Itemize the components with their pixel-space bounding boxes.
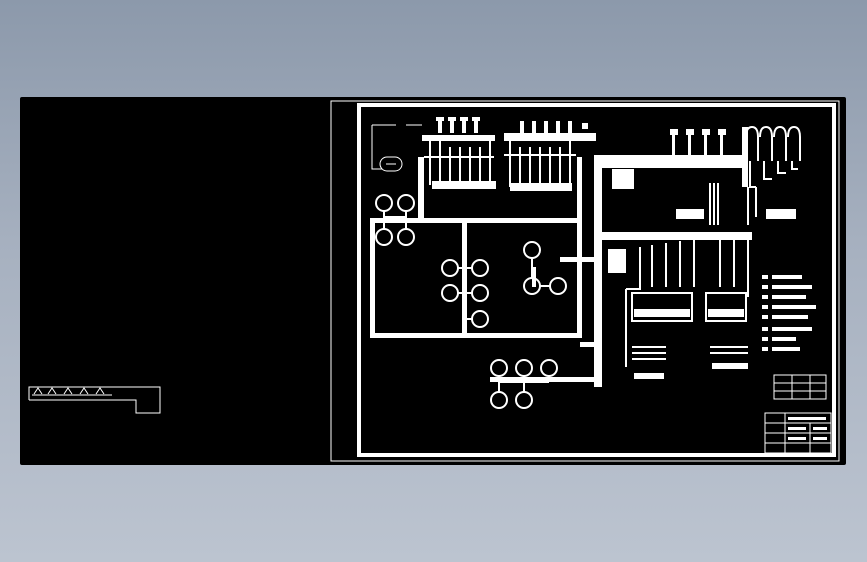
feeder-lines-left (424, 141, 494, 185)
title-block (764, 412, 832, 454)
bulb-group-right (745, 125, 801, 217)
feeder-lines-mid (504, 141, 576, 187)
sheet-inner-border (357, 103, 836, 457)
distribution-labels (634, 309, 748, 379)
feeders-right-box (709, 183, 749, 225)
circle-fixtures (375, 194, 567, 409)
cad-viewport[interactable] (20, 97, 846, 465)
distribution-lines (625, 237, 749, 367)
legend-block (762, 275, 816, 351)
top-fixture-row-left (436, 117, 480, 133)
left-sketch-fixture-row (32, 387, 112, 396)
bottom-labels-feeders (432, 181, 572, 191)
small-fixtures-top-right (670, 129, 726, 155)
top-fixture-row-mid (520, 121, 588, 133)
electrical-plan-drawing (28, 100, 840, 462)
switch-loop (371, 124, 422, 172)
sheet-outer-border (330, 100, 840, 462)
notes-table (773, 374, 827, 400)
text-label-blocks (608, 169, 796, 273)
left-sketch (28, 386, 161, 414)
title-block-text-fills (788, 417, 827, 440)
